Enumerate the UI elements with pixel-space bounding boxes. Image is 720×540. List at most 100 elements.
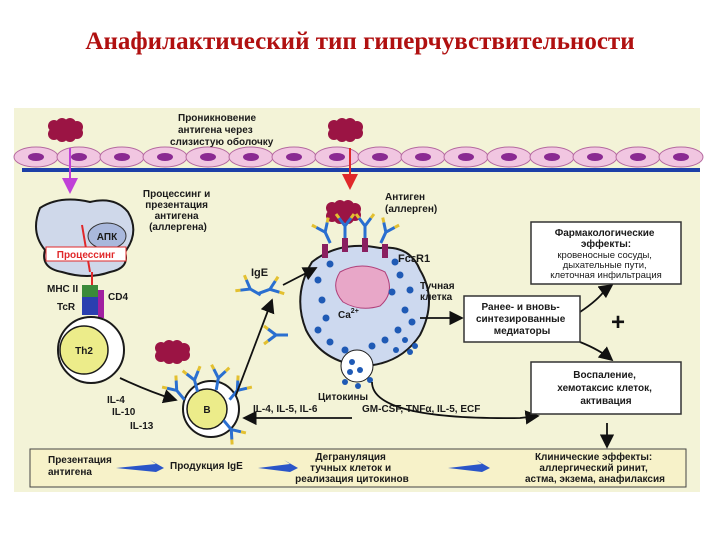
mast-cell-label: Тучная клетка [420, 281, 457, 303]
cytokine-list-label: GM-CSF, TNFα, IL-5, ECF [362, 404, 480, 415]
released-granule [355, 383, 361, 389]
summary-arrow-1 [116, 460, 164, 475]
epithelial-nucleus [458, 153, 474, 161]
epithelium-membrane [22, 168, 700, 172]
b-cell-label: B [203, 405, 210, 416]
arrow-cytokines [371, 381, 540, 425]
arrow-th2-to-b [119, 377, 178, 404]
released-granules [342, 337, 418, 389]
summary-step-3: Дегрануляция тучных клеток и реализация … [295, 452, 409, 485]
inflammation-box [530, 361, 682, 415]
granule [341, 346, 349, 354]
allergen-b [155, 340, 190, 364]
granule [401, 306, 409, 314]
granule [406, 286, 414, 294]
fc-receptors [310, 212, 401, 258]
epithelial-nucleus [630, 153, 646, 161]
granule [326, 260, 334, 268]
granule [314, 276, 322, 284]
released-granule [393, 347, 399, 353]
degranulation-vesicle [340, 349, 374, 383]
released-granule [412, 343, 418, 349]
ige-label: IgE [251, 267, 268, 279]
antigen-label: Антиген (аллерген) [385, 192, 437, 215]
th2-label: Th2 [75, 346, 93, 357]
summary-step-2: Продукция IgE [170, 461, 243, 472]
th2-cell [57, 316, 125, 384]
summary-step-4: Клинические эффекты: аллергический ринит… [525, 451, 665, 485]
pharm-effects-body: кровеносные сосуды, дыхательные пути, кл… [550, 250, 662, 281]
pharm-effects-title: Фармакологические эффекты: [555, 228, 658, 250]
mast-nucleus [335, 265, 390, 309]
released-granule [349, 359, 355, 365]
epithelium [13, 146, 704, 172]
epithelial-nucleus [673, 153, 689, 161]
penetration-label: Проникновение антигена через слизистую о… [170, 113, 274, 148]
granule [396, 271, 404, 279]
summary-arrows [116, 460, 490, 475]
fcer1-label: FcεR1 [398, 253, 430, 265]
granule [318, 296, 326, 304]
epithelial-nucleus [587, 153, 603, 161]
processing-box-label: Процессинг [57, 250, 115, 261]
allergen-1 [48, 118, 83, 142]
ca-superscript: 2+ [351, 308, 359, 315]
granule [388, 288, 396, 296]
epithelial-nucleus [200, 153, 216, 161]
arrow-to-pharm [579, 283, 614, 313]
cytokines-label: Цитокины [318, 392, 368, 403]
mediators-box [463, 295, 581, 343]
mast-cell [299, 244, 430, 383]
granule [408, 318, 416, 326]
apc-cell [35, 198, 135, 277]
epithelial-nucleus [28, 153, 44, 161]
processing-box [45, 246, 127, 262]
cd4-label: CD4 [108, 292, 128, 303]
granule [322, 314, 330, 322]
epithelial-nucleus [71, 153, 87, 161]
epithelial-nucleus [114, 153, 130, 161]
epithelial-nucleus [501, 153, 517, 161]
arrow-to-inflammation [579, 341, 614, 362]
epithelial-nucleus [243, 153, 259, 161]
summary-step-1: Презентация антигена [48, 455, 115, 478]
epithelial-nucleus [544, 153, 560, 161]
mediators-label: Ранее- и вновь- синтезированные медиатор… [476, 302, 568, 337]
page-title: Анафилактический тип гиперчувствительнос… [85, 28, 635, 55]
released-granule [367, 377, 373, 383]
granule [326, 338, 334, 346]
pathway-arrows [119, 267, 615, 449]
summary-arrow-3 [448, 460, 490, 475]
granule [394, 326, 402, 334]
released-granule [357, 367, 363, 373]
epithelial-nucleus [329, 153, 345, 161]
processing-label: Процессинг и презентация антигена (аллер… [143, 189, 213, 233]
plus-sign: + [611, 309, 625, 336]
il-mid-label: IL-4, IL-5, IL-6 [253, 404, 318, 415]
released-granule [402, 337, 408, 343]
cd4-receptor [98, 290, 104, 318]
epithelial-cells [13, 146, 704, 168]
granule [368, 342, 376, 350]
arrow-ige-to-mast [282, 267, 318, 286]
pharm-effects-box [530, 221, 682, 285]
released-granule [347, 369, 353, 375]
arrow-b-to-ige [235, 298, 275, 396]
inflammation-label: Воспаление, хемотаксис клеток, активация [557, 370, 654, 407]
ca-text: Ca [338, 310, 351, 321]
released-granule [407, 349, 413, 355]
epithelial-nucleus [157, 153, 173, 161]
epithelial-nucleus [415, 153, 431, 161]
summary-arrow-2 [258, 460, 298, 475]
granule [314, 326, 322, 334]
epithelial-nucleus [286, 153, 302, 161]
granule [391, 258, 399, 266]
epithelial-nucleus [372, 153, 388, 161]
ca-label: Ca2+ [338, 308, 359, 321]
tcr-receptor [82, 297, 98, 315]
mhc-label: MHC II [47, 284, 78, 295]
mast-granules [314, 258, 416, 354]
released-granule [342, 379, 348, 385]
apc-label: АПК [97, 232, 118, 243]
